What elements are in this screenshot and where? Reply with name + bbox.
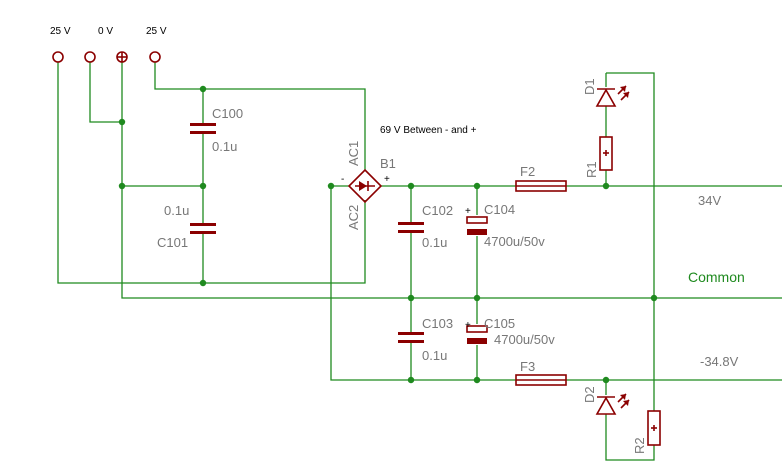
wires [57,62,782,461]
connector-j-gnd [116,51,128,63]
capacitor-c104-name: C104 [484,202,515,217]
capacitor-c103-value: 0.1u [422,348,447,363]
capacitor-c102-name: C102 [422,203,453,218]
fuse-f3: F3 [515,359,567,386]
capacitor-c104-value: 4700u/50v [484,234,545,249]
connector-j3: 25 V [146,26,167,63]
resistor-r2-label: R2 [632,437,647,454]
capacitor-c101: 0.1u C101 [157,203,216,250]
rail-negative-label: -34.8V [700,354,739,369]
junctions [118,85,658,384]
connector-j2: 0 V [84,26,113,63]
capacitor-c105-name: C105 [484,316,515,331]
bridge-plus-label: + [384,174,390,185]
rail-common-label: Common [688,269,745,285]
bridge-ac2-label: AC2 [346,205,361,230]
led-d1-label: D1 [582,78,597,95]
capacitor-c100-name: C100 [212,106,243,121]
resistor-r1: R1 [584,136,613,178]
connector-j3-label: 25 V [146,26,167,37]
voltage-note: 69 V Between - and + [380,125,477,136]
capacitor-c102: C102 0.1u [398,203,453,250]
capacitor-c102-value: 0.1u [422,235,447,250]
led-d1: D1 [582,78,630,107]
capacitor-c100: C100 0.1u [190,106,243,154]
capacitor-c105: + C105 4700u/50v [465,316,555,347]
fuse-f2-label: F2 [520,164,535,179]
svg-text:+: + [465,320,471,331]
connector-j2-label: 0 V [98,26,113,37]
capacitor-c103: C103 0.1u [398,316,453,363]
svg-text:+: + [465,206,471,217]
fuse-f3-label: F3 [520,359,535,374]
capacitor-c104: + C104 4700u/50v [465,202,545,249]
capacitor-c101-name: C101 [157,235,188,250]
bridge-name: B1 [380,156,396,171]
bridge-rectifier-b1: AC1 AC2 B1 - + [341,141,396,230]
capacitor-c105-value: 4700u/50v [494,332,555,347]
capacitor-c101-value: 0.1u [164,203,189,218]
connector-j1-label: 25 V [50,26,71,37]
capacitor-c103-name: C103 [422,316,453,331]
led-d2-label: D2 [582,386,597,403]
led-d2: D2 [582,386,630,415]
fuse-f2: F2 [515,164,567,192]
bridge-ac1-label: AC1 [346,141,361,166]
resistor-r2: R2 [632,410,661,454]
connector-j1: 25 V [50,26,71,63]
rail-positive-label: 34V [698,193,721,208]
resistor-r1-label: R1 [584,161,599,178]
bridge-minus-label: - [341,174,344,185]
capacitor-c100-value: 0.1u [212,139,237,154]
